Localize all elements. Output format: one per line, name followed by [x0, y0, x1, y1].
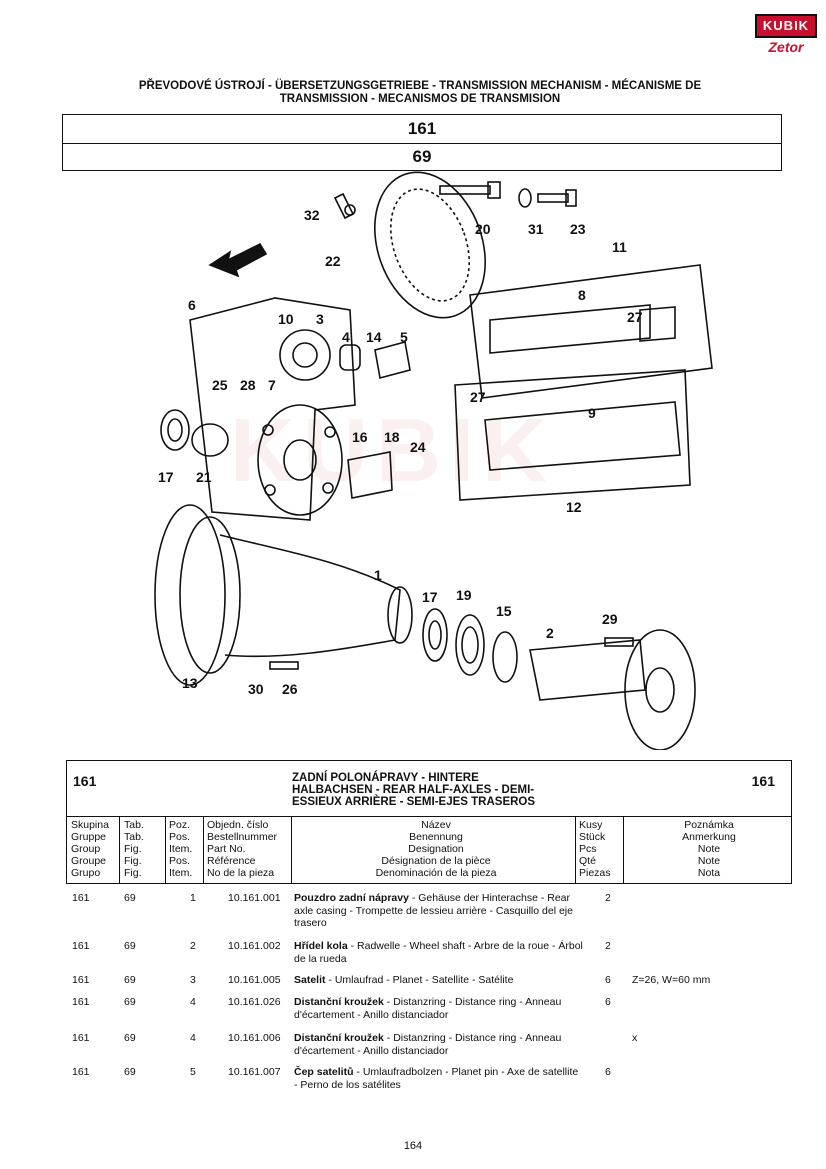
lock-plate-21 [191, 423, 229, 457]
callout-26: 26 [282, 681, 298, 697]
callout-13: 13 [182, 675, 198, 691]
exploded-parts-diagram: 32 22 20 31 23 11 8 27 6 10 3 4 14 5 25 … [154, 171, 713, 750]
lock-plate-16-18 [347, 451, 393, 499]
parts-title-line1: ZADNÍ POLONÁPRAVY - HINTERE [292, 772, 479, 784]
planet-carrier-box-6 [189, 297, 411, 521]
callout-2: 2 [546, 625, 554, 641]
ring-gear-22 [374, 171, 486, 319]
group-number-box: 161 [62, 114, 782, 144]
callout-14: 14 [366, 329, 382, 345]
section-title: PŘEVODOVÉ ÚSTROJÍ - ÜBERSETZUNGSGETRIEBE… [95, 80, 745, 106]
bearing-17 [422, 608, 448, 662]
page-number: 164 [403, 1140, 423, 1152]
parts-group-number-right: 161 [751, 773, 775, 789]
callout-23: 23 [570, 221, 586, 237]
callout-27: 27 [627, 309, 643, 325]
callout-16: 16 [352, 429, 368, 445]
section-title-line1: PŘEVODOVÉ ÚSTROJÍ - ÜBERSETZUNGSGETRIEBE… [138, 80, 702, 92]
callout-11: 11 [612, 239, 627, 255]
callout-4: 4 [342, 329, 350, 345]
callout-31: 31 [528, 221, 544, 237]
parts-title-line3: ESSIEUX ARRIÈRE - SEMI-EJES TRASEROS [292, 796, 536, 808]
callout-21: 21 [196, 469, 212, 485]
parts-table-header: 161 ZADNÍ POLONÁPRAVY - HINTERE HALBACHS… [66, 760, 792, 817]
callout-27b: 27 [470, 389, 486, 405]
callout-30: 30 [248, 681, 264, 697]
bearing-19 [455, 614, 485, 676]
shaft-box-11 [469, 264, 713, 399]
callout-18: 18 [384, 429, 400, 445]
col-poz: Poz.Pos.Item.Pos.Item. [169, 819, 193, 879]
direction-arrow-icon [208, 242, 268, 278]
callout-5: 5 [400, 329, 408, 345]
callout-8: 8 [578, 287, 586, 303]
parts-title-line2: HALBACHSEN - REAR HALF-AXLES - DEMI- [292, 784, 535, 796]
callout-25: 25 [212, 377, 228, 393]
bolt-20 [439, 181, 501, 199]
kubik-zetor-logo: KUBIK Zetor [755, 14, 817, 60]
logo-kubik-text: KUBIK [755, 14, 817, 38]
callout-28: 28 [240, 377, 256, 393]
axle-casing-1 [154, 504, 413, 686]
bolt-23 [537, 189, 577, 207]
shaft-box-12 [454, 369, 691, 501]
wheel-shaft-2 [529, 629, 696, 750]
logo-zetor-text: Zetor [768, 39, 804, 55]
table-number-box: 69 [62, 143, 782, 171]
bolt-29 [604, 637, 634, 647]
parts-group-number: 161 [73, 773, 97, 789]
callout-22: 22 [325, 253, 341, 269]
bolt-26 [269, 661, 299, 670]
callout-32: 32 [304, 207, 320, 223]
col-tab: Tab.Tab.Fig.Fig.Fig. [124, 819, 144, 879]
callout-12: 12 [566, 499, 582, 515]
ring-15 [492, 631, 518, 683]
callout-29: 29 [602, 611, 618, 627]
planet-carrier-7 [257, 404, 343, 516]
callout-17b: 17 [422, 589, 438, 605]
callout-19: 19 [456, 587, 472, 603]
seal-17 [160, 409, 190, 451]
callout-7: 7 [268, 377, 276, 393]
callout-9: 9 [588, 405, 596, 421]
callout-17: 17 [158, 469, 174, 485]
callout-6: 6 [188, 297, 196, 313]
callout-15: 15 [496, 603, 512, 619]
section-title-line2: TRANSMISSION - MECANISMOS DE TRANSMISION [279, 93, 561, 105]
parts-table-title: ZADNÍ POLONÁPRAVY - HINTERE HALBACHSEN -… [292, 772, 592, 808]
watermark-text: KUBIK [230, 401, 555, 501]
callout-10: 10 [278, 311, 294, 327]
callout-1: 1 [374, 567, 382, 583]
grease-nipple-32 [333, 192, 356, 220]
callout-20: 20 [475, 221, 491, 237]
washer-31 [518, 188, 532, 208]
callout-3: 3 [316, 311, 324, 327]
callout-24: 24 [410, 439, 426, 455]
